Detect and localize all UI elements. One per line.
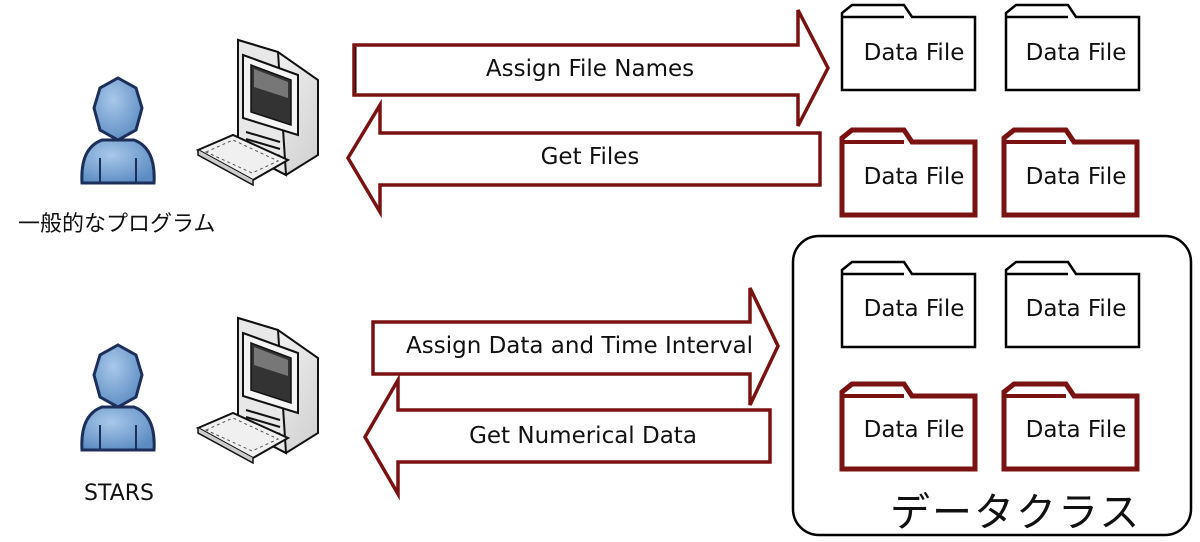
arrow-get-files — [345, 98, 822, 219]
arrow-assign-file-names — [352, 9, 830, 127]
folder-label: Data File — [863, 40, 965, 66]
top-computer-icon — [197, 39, 319, 186]
folder-label: Data File — [1025, 164, 1127, 190]
arrow-get-numerical-data — [362, 373, 772, 501]
folder-label: Data File — [863, 417, 965, 443]
user-person-icon — [80, 76, 156, 185]
folder-label: Data File — [863, 296, 965, 322]
folder-label: Data File — [1025, 417, 1127, 443]
stars-label: STARS — [84, 481, 154, 506]
folder-label: Data File — [1025, 296, 1127, 322]
data-class-title: データクラス — [890, 490, 1142, 536]
arrow-assign-data-time — [371, 287, 780, 406]
bottom-computer-icon — [197, 317, 319, 464]
arrow-get-files-label: Get Files — [540, 144, 640, 170]
folder-label: Data File — [863, 164, 965, 190]
arrow-assign-file-names-label: Assign File Names — [485, 56, 695, 82]
arrow-assign-data-time-label: Assign Data and Time Interval — [406, 333, 754, 359]
stars-person-icon — [80, 343, 156, 452]
arrow-get-numerical-data-label: Get Numerical Data — [469, 423, 697, 449]
user-label: 一般的なプログラム — [18, 212, 216, 237]
folder-label: Data File — [1025, 40, 1127, 66]
data-class-container — [791, 234, 1193, 537]
